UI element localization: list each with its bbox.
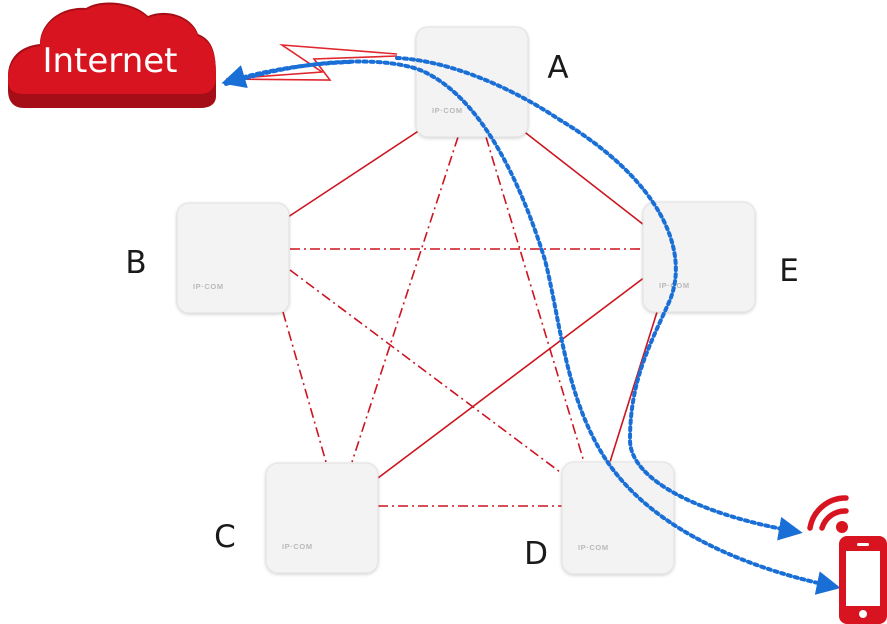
traffic-path-return: [221, 60, 352, 89]
access-point-body: [265, 462, 379, 574]
access-point-body: [642, 201, 756, 313]
access-point-body: [176, 202, 290, 314]
link-b-d: [289, 269, 561, 473]
traffic-paths: [221, 56, 841, 595]
access-point-d: IP·COM D: [524, 461, 675, 575]
node-label-d: D: [524, 536, 548, 572]
wifi-signal-icon: [807, 495, 849, 533]
access-point-body: [415, 26, 529, 138]
ap-brand-label: IP·COM: [282, 542, 313, 551]
node-label-b: B: [125, 245, 146, 281]
access-point-a: IP·COM A: [415, 26, 569, 138]
ap-brand-label: IP·COM: [432, 106, 463, 115]
traffic-path-to-phone: [224, 59, 841, 595]
internet-label: Internet: [42, 41, 177, 81]
node-label-e: E: [779, 253, 799, 289]
internet-cloud-icon: Internet: [8, 2, 216, 109]
link-a-b: [287, 129, 421, 218]
access-point-body: [561, 461, 675, 575]
traffic-path-to-wifi: [395, 56, 803, 541]
access-point-c: IP·COM C: [214, 462, 379, 574]
link-d-e: [609, 311, 658, 463]
link-a-c: [351, 136, 459, 463]
access-point-b: IP·COM B: [125, 202, 290, 314]
ap-brand-label: IP·COM: [193, 282, 224, 291]
node-label-c: C: [214, 519, 236, 555]
node-label-a: A: [547, 50, 568, 86]
mesh-links: [282, 129, 658, 507]
smartphone-icon: [839, 536, 887, 624]
link-a-e: [521, 129, 645, 226]
ap-brand-label: IP·COM: [578, 543, 609, 552]
link-a-d: [485, 136, 585, 463]
link-c-e: [377, 276, 646, 479]
link-b-c: [282, 311, 327, 463]
